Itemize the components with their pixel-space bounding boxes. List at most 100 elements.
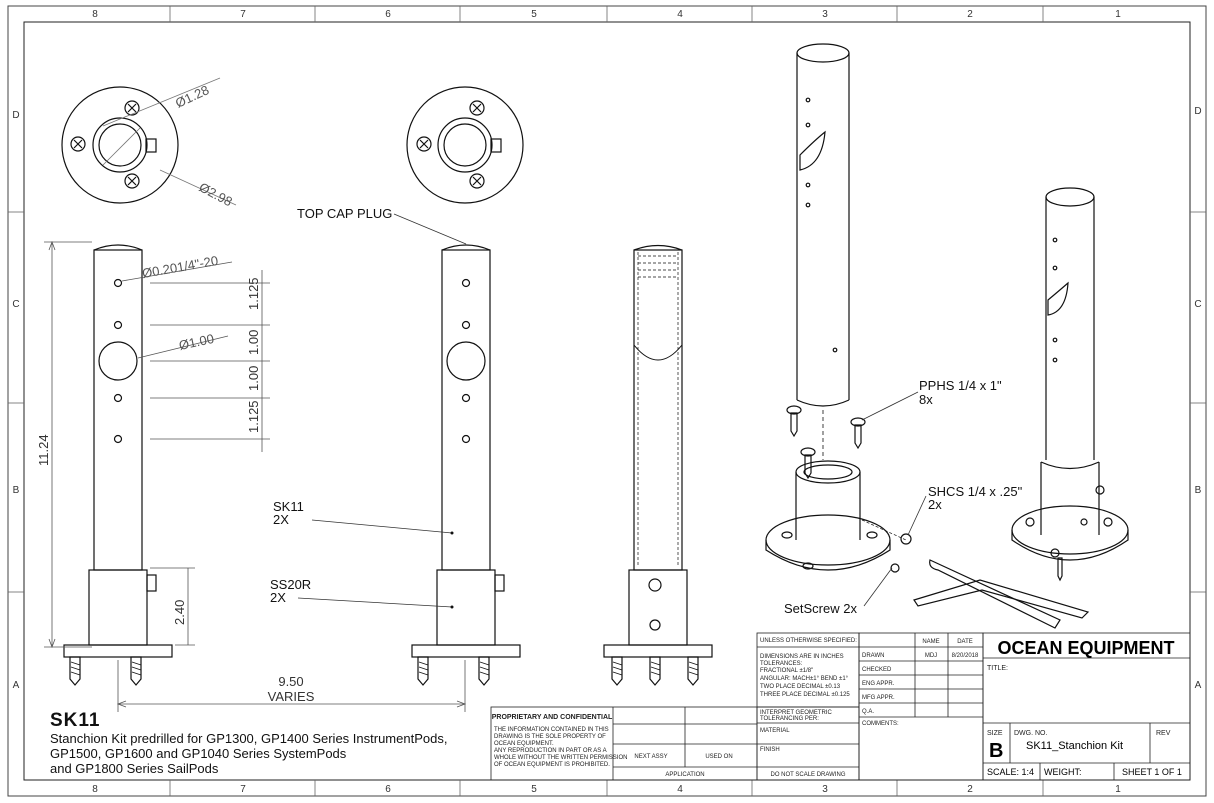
zone-col-6: 6 — [385, 9, 391, 20]
spacing-bottom-dim: 1.125 — [246, 400, 261, 433]
leader-dot — [450, 605, 454, 609]
tolerance-line-3: FRACTIONAL ±1/8" — [760, 668, 813, 674]
unless-specified: UNLESS OTHERWISE SPECIFIED: — [760, 638, 857, 644]
do-not-scale-label: DO NOT SCALE DRAWING — [770, 772, 845, 778]
zone-row-c-right: C — [1194, 299, 1201, 310]
zone-row-d-right: D — [1194, 106, 1201, 117]
tolerance-line-4: ANGULAR: MACH±1° BEND ±1° — [760, 676, 849, 682]
pphs-qty: 8x — [919, 392, 933, 407]
tolerance-line-1: DIMENSIONS ARE IN INCHES — [760, 654, 844, 660]
zone-ticks — [8, 6, 1206, 796]
flange-diameter-dim: Ø2.98 — [197, 179, 235, 209]
zone-col-4-bottom: 4 — [677, 784, 683, 795]
length-varies-dim: VARIES — [268, 689, 315, 704]
screw-head-icon — [70, 136, 86, 152]
zone-col-7: 7 — [240, 9, 246, 20]
zone-row-a-right: A — [1195, 680, 1202, 691]
spacing-mid-upper-dim: 1.00 — [246, 330, 261, 355]
hex-key-icon — [929, 559, 1061, 629]
zone-col-3: 3 — [822, 9, 828, 20]
comments-label: COMMENTS: — [862, 721, 899, 727]
length-value-dim: 9.50 — [278, 674, 303, 689]
drawn-name: MDJ — [925, 653, 937, 659]
top-view-dimensioned — [61, 77, 237, 206]
proprietary-line-1: THE INFORMATION CONTAINED IN THIS — [494, 727, 609, 733]
zone-col-8: 8 — [92, 9, 98, 20]
screw-icon — [900, 533, 912, 545]
zone-row-b: B — [13, 485, 20, 496]
screw-head-icon — [124, 173, 140, 189]
company-name: OCEAN EQUIPMENT — [997, 638, 1174, 658]
inner-border — [23, 21, 1191, 781]
leader-lines — [297, 213, 467, 608]
zone-col-4: 4 — [677, 9, 683, 20]
name-header: NAME — [922, 639, 939, 645]
pphs-label: PPHS 1/4 x 1" — [919, 378, 1002, 393]
zone-col-7-bottom: 7 — [240, 784, 246, 795]
dwg-no-value: SK11_Stanchion Kit — [1026, 740, 1123, 752]
interpret-line-1: INTERPRET GEOMETRIC — [760, 710, 833, 716]
date-header: DATE — [957, 639, 973, 645]
outer-border — [7, 5, 1207, 797]
overall-height-dim: 11.24 — [36, 434, 51, 466]
ss20r-label: SS20R — [270, 577, 311, 592]
screw-head-icon — [416, 136, 432, 152]
leader-lines-iso — [861, 391, 927, 607]
product-description: Stanchion Kit predrilled for GP1300, GP1… — [50, 731, 490, 776]
product-code: SK11 — [50, 710, 101, 731]
hole-diameter-dim: Ø1.00 — [178, 331, 216, 353]
shcs-qty: 2x — [928, 497, 942, 512]
tap-hole-dim: Ø0.201/4"-20 — [141, 253, 219, 281]
screw-head-icon — [469, 100, 485, 116]
sheet-label: SHEET 1 OF 1 — [1122, 767, 1182, 777]
zone-col-6-bottom: 6 — [385, 784, 391, 795]
front-view-dimensioned — [63, 244, 173, 686]
screw-icon — [890, 563, 900, 573]
dimension-lines — [44, 240, 467, 712]
proprietary-line-4: ANY REPRODUCTION IN PART OR AS A — [494, 748, 607, 754]
spacing-mid-lower-dim: 1.00 — [246, 366, 261, 391]
proprietary-line-3: OCEAN EQUIPMENT. — [494, 741, 554, 747]
tolerance-line-6: THREE PLACE DECIMAL ±0.125 — [760, 692, 850, 698]
setscrew-label: SetScrew 2x — [784, 601, 857, 616]
top-cap-plug-label: TOP CAP PLUG — [297, 206, 392, 221]
screw-icon — [786, 405, 802, 438]
zone-col-8-bottom: 8 — [92, 784, 98, 795]
base-height-dim: 2.40 — [172, 600, 187, 625]
leader-dot — [450, 531, 454, 535]
size-label: SIZE — [987, 730, 1003, 737]
screw-icon — [850, 417, 866, 450]
assembled-isometric-view — [1011, 187, 1129, 582]
screw-head-icon — [124, 100, 140, 116]
finish-label: FINISH — [760, 747, 780, 753]
zone-col-3-bottom: 3 — [822, 784, 828, 795]
proprietary-line-6: OF OCEAN EQUIPMENT IS PROHIBITED. — [494, 762, 610, 768]
zone-col-5: 5 — [531, 9, 537, 20]
title-block-grid — [490, 632, 1191, 781]
scale-label: SCALE: 1:4 — [987, 767, 1034, 777]
hex-key-icon — [913, 579, 1090, 619]
section-view — [603, 244, 713, 686]
next-assy-label: NEXT ASSY — [634, 754, 667, 760]
mfg-appr-label: MFG APPR. — [862, 695, 895, 701]
screw-icon — [800, 447, 816, 480]
material-label: MATERIAL — [760, 728, 790, 734]
drawn-label: DRAWN — [862, 653, 884, 659]
tolerance-line-5: TWO PLACE DECIMAL ±0.13 — [760, 684, 841, 690]
dwg-no-label: DWG. NO. — [1014, 730, 1047, 737]
interpret-line-2: TOLERANCING PER: — [760, 716, 819, 722]
shcs-label: SHCS 1/4 x .25" — [928, 484, 1023, 499]
proprietary-heading: PROPRIETARY AND CONFIDENTIAL — [492, 714, 613, 721]
drawn-date: 8/20/2018 — [952, 653, 979, 659]
proprietary-line-5: WHOLE WITHOUT THE WRITTEN PERMISSION — [494, 755, 627, 761]
proprietary-line-2: DRAWING IS THE SOLE PROPERTY OF — [494, 734, 606, 740]
zone-col-1: 1 — [1115, 9, 1121, 20]
weight-label: WEIGHT: — [1044, 767, 1082, 777]
description-line-2: GP1500, GP1600 and GP1040 Series SystemP… — [50, 746, 347, 761]
rev-label: REV — [1156, 730, 1171, 737]
zone-col-2: 2 — [967, 9, 973, 20]
zone-col-5-bottom: 5 — [531, 784, 537, 795]
bore-diameter-dim: Ø1.28 — [173, 82, 211, 111]
application-label: APPLICATION — [665, 772, 704, 778]
